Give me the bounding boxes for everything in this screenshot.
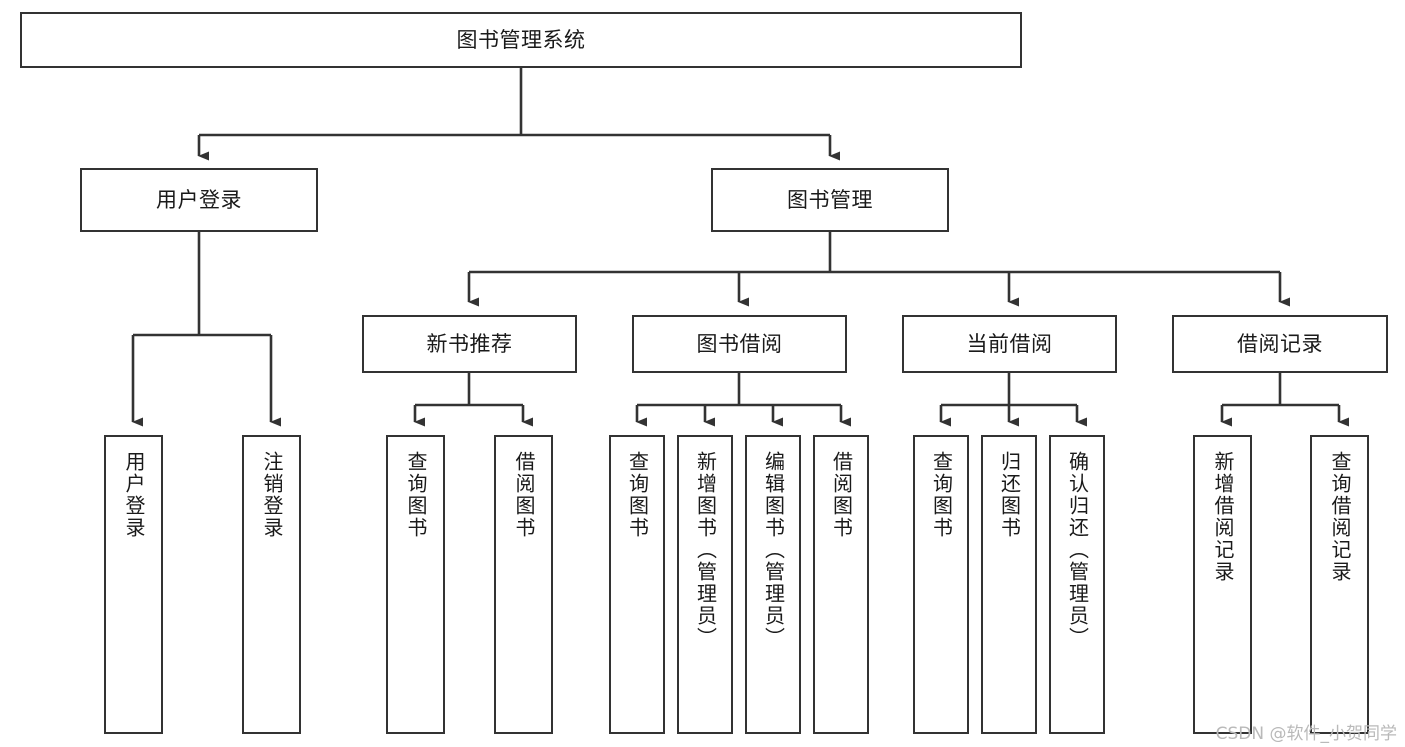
node-current-borrow-label: 当前借阅 (966, 331, 1053, 356)
node-leaf-edit-book[interactable]: 编辑图书（管理员） (745, 435, 801, 734)
node-leaf-return-book[interactable]: 归还图书 (981, 435, 1037, 734)
node-leaf-query-record-label: 查询借阅记录 (1328, 451, 1352, 583)
node-leaf-query-book-3-label: 查询图书 (929, 451, 954, 539)
node-leaf-query-book-1-label: 查询图书 (404, 451, 428, 539)
csdn-watermark: CSDN @软件_小贺同学 (1215, 724, 1397, 744)
node-leaf-return-book-label: 归还图书 (997, 451, 1022, 539)
node-leaf-logout-login[interactable]: 注销登录 (242, 435, 301, 734)
node-leaf-borrow-book-2-label: 借阅图书 (829, 451, 854, 539)
node-leaf-query-book-3[interactable]: 查询图书 (913, 435, 969, 734)
node-book-management[interactable]: 图书管理 (711, 168, 949, 232)
node-leaf-logout-login-label: 注销登录 (260, 451, 284, 539)
node-leaf-add-record[interactable]: 新增借阅记录 (1193, 435, 1252, 734)
node-new-book-recommend-label: 新书推荐 (426, 331, 513, 356)
node-book-management-label: 图书管理 (787, 187, 873, 212)
node-borrow-record-label: 借阅记录 (1237, 331, 1323, 356)
node-leaf-query-record[interactable]: 查询借阅记录 (1310, 435, 1369, 734)
node-leaf-borrow-book-1[interactable]: 借阅图书 (494, 435, 553, 734)
node-borrow-record[interactable]: 借阅记录 (1172, 315, 1388, 373)
node-leaf-query-book-2-label: 查询图书 (625, 451, 650, 539)
node-root-label: 图书管理系统 (456, 27, 586, 52)
node-leaf-query-book-2[interactable]: 查询图书 (609, 435, 665, 734)
node-leaf-edit-book-label: 编辑图书（管理员） (761, 451, 786, 649)
node-book-borrow[interactable]: 图书借阅 (632, 315, 847, 373)
node-leaf-borrow-book-2[interactable]: 借阅图书 (813, 435, 869, 734)
node-leaf-add-record-label: 新增借阅记录 (1211, 451, 1235, 583)
node-leaf-add-book-label: 新增图书（管理员） (693, 451, 718, 649)
node-leaf-confirm-return-label: 确认归还（管理员） (1065, 451, 1090, 649)
node-leaf-borrow-book-1-label: 借阅图书 (512, 451, 536, 539)
node-leaf-query-book-1[interactable]: 查询图书 (386, 435, 445, 734)
node-leaf-confirm-return[interactable]: 确认归还（管理员） (1049, 435, 1105, 734)
node-book-borrow-label: 图书借阅 (696, 331, 783, 356)
node-leaf-user-login-label: 用户登录 (122, 451, 146, 539)
node-new-book-recommend[interactable]: 新书推荐 (362, 315, 577, 373)
node-current-borrow[interactable]: 当前借阅 (902, 315, 1117, 373)
node-leaf-add-book[interactable]: 新增图书（管理员） (677, 435, 733, 734)
node-leaf-user-login[interactable]: 用户登录 (104, 435, 163, 734)
node-user-login[interactable]: 用户登录 (80, 168, 318, 232)
node-root-book-management-system[interactable]: 图书管理系统 (20, 12, 1022, 68)
node-user-login-label: 用户登录 (156, 187, 242, 212)
